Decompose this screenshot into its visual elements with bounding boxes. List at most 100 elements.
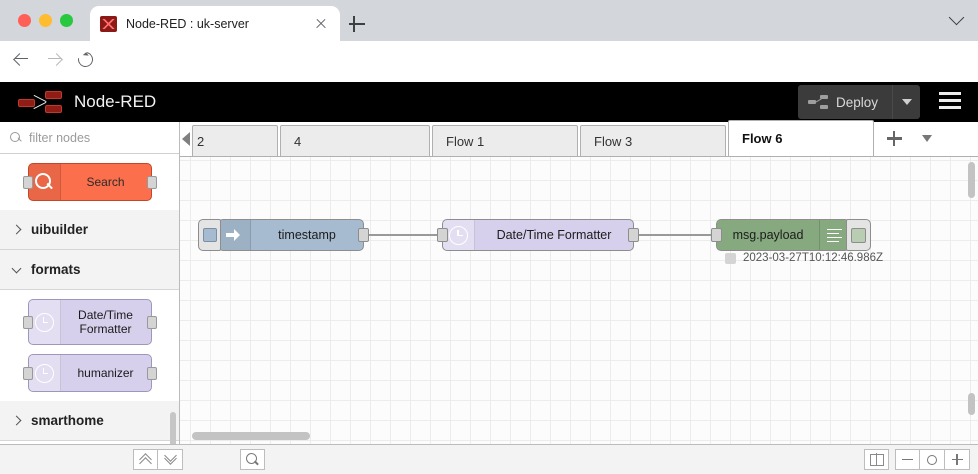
palette-group-body-formats: Date/Time Formatter humanizer — [0, 290, 179, 401]
palette-scrollbar[interactable] — [170, 412, 176, 450]
palette-node-date-time-formatter[interactable]: Date/Time Formatter — [22, 299, 157, 345]
close-window-button[interactable] — [18, 14, 31, 27]
deploy-dropdown-chevron-down-icon[interactable] — [892, 85, 920, 119]
deploy-button[interactable]: Deploy — [797, 85, 920, 119]
flow-tab-label: Flow 6 — [742, 131, 783, 146]
palette-category-uibuilder[interactable]: uibuilder — [0, 210, 179, 250]
status-bar — [0, 444, 978, 474]
palette-category-label: smarthome — [31, 413, 104, 428]
flow-node-label: msg.payload — [732, 228, 804, 242]
search-icon — [10, 131, 22, 144]
flow-tab-flow-1[interactable]: Flow 1 — [432, 125, 578, 156]
inject-trigger-button[interactable] — [198, 219, 221, 251]
debug-lines-icon — [819, 220, 849, 250]
deploy-button-main[interactable]: Deploy — [798, 85, 892, 119]
node-input-port[interactable] — [711, 228, 722, 242]
maximize-window-button[interactable] — [60, 14, 73, 27]
magnifier-icon — [28, 164, 61, 200]
flow-tab-flow-3[interactable]: Flow 3 — [580, 125, 726, 156]
flow-canvas[interactable]: timestamp Date/Time Formatter msg.payloa… — [180, 157, 978, 444]
flow-node-label: timestamp — [278, 228, 336, 242]
close-icon[interactable] — [312, 15, 330, 33]
arrow-right-icon — [219, 220, 251, 250]
node-red-logo — [18, 90, 64, 114]
flow-node-date-time-formatter[interactable]: Date/Time Formatter — [437, 219, 639, 251]
deploy-label: Deploy — [835, 94, 878, 110]
back-button[interactable] — [15, 52, 28, 65]
node-input-port[interactable] — [437, 228, 448, 242]
minimize-window-button[interactable] — [39, 14, 52, 27]
canvas-vertical-scrollbar[interactable] — [968, 162, 975, 198]
clock-icon — [443, 220, 475, 250]
palette-category-smarthome[interactable]: smarthome — [0, 401, 179, 441]
wire — [634, 234, 716, 237]
new-tab-button[interactable] — [346, 13, 368, 35]
flow-tab-label: Flow 3 — [594, 133, 633, 149]
scroll-left-arrow-icon[interactable] — [180, 121, 192, 156]
browser-tab-title: Node-RED : uk-server — [126, 16, 249, 31]
wire — [362, 234, 442, 237]
flow-tab-4[interactable]: 4 — [280, 125, 430, 156]
flow-tab-label: 4 — [294, 133, 302, 149]
app-title: Node-RED — [74, 92, 157, 111]
search-icon[interactable] — [240, 449, 265, 470]
deploy-nodes-icon — [807, 94, 828, 110]
browser-title-bar: Node-RED : uk-server — [0, 0, 978, 41]
chevron-down-icon — [11, 263, 22, 273]
palette-node-label: Date/Time Formatter — [78, 308, 133, 336]
forward-button[interactable] — [48, 52, 61, 65]
node-palette: filter nodes Search uibuilder formats Da… — [0, 122, 180, 450]
canvas-vertical-scrollbar-lower[interactable] — [968, 393, 975, 415]
window-controls — [18, 14, 73, 27]
node-output-port[interactable] — [628, 228, 639, 242]
node-input-port — [22, 366, 33, 380]
chevron-right-icon — [11, 415, 22, 426]
flow-tab-label: Flow 1 — [446, 133, 485, 149]
browser-tab[interactable]: Node-RED : uk-server — [90, 6, 340, 41]
palette-node-label: Search — [86, 175, 125, 189]
expand-all-icon[interactable] — [158, 449, 183, 470]
flow-menu-chevron-icon[interactable] — [912, 121, 942, 156]
canvas-horizontal-scrollbar[interactable] — [192, 432, 310, 440]
node-status-text: 2023-03-27T10:12:46.986Z — [743, 252, 884, 264]
palette-node-humanizer[interactable]: humanizer — [22, 354, 157, 392]
flow-tab-label: 2 — [197, 133, 205, 149]
navigator-map-icon[interactable] — [864, 449, 889, 470]
chevron-down-icon[interactable] — [948, 9, 965, 26]
palette-category-formats[interactable]: formats — [0, 250, 179, 290]
palette-category-label: uibuilder — [31, 222, 88, 237]
flow-node-debug[interactable]: msg.payload — [711, 219, 871, 251]
node-status: 2023-03-27T10:12:46.986Z — [725, 252, 883, 264]
hamburger-menu-icon[interactable] — [939, 92, 961, 110]
palette-category-label: formats — [31, 262, 81, 277]
palette-node-label: humanizer — [77, 366, 134, 380]
node-output-port — [146, 175, 157, 189]
reload-icon[interactable] — [75, 49, 96, 70]
node-output-port — [146, 315, 157, 329]
flow-node-label: Date/Time Formatter — [496, 228, 612, 242]
zoom-in-icon[interactable] — [945, 449, 970, 470]
palette-group-body-top: Search — [0, 154, 179, 210]
flow-tab-bar: 2 4 Flow 1 Flow 3 Flow 6 — [180, 120, 978, 157]
clock-icon — [28, 300, 61, 344]
chevron-right-icon — [11, 224, 22, 235]
filter-nodes-placeholder: filter nodes — [29, 130, 91, 145]
node-output-port — [146, 366, 157, 380]
add-flow-icon[interactable] — [876, 121, 912, 156]
node-red-favicon — [100, 15, 117, 32]
collapse-all-icon[interactable] — [133, 449, 158, 470]
palette-node-search[interactable]: Search — [22, 163, 157, 201]
node-input-port — [22, 315, 33, 329]
flow-node-timestamp[interactable]: timestamp — [198, 219, 369, 251]
filter-nodes-input[interactable]: filter nodes — [0, 122, 179, 154]
browser-toolbar: Not Secure uk-server:2718/#flow/cd14c301… — [0, 41, 978, 115]
flow-tab-2[interactable]: 2 — [192, 125, 278, 156]
zoom-reset-icon[interactable] — [920, 449, 945, 470]
zoom-out-icon[interactable] — [895, 449, 920, 470]
flow-tab-flow-6[interactable]: Flow 6 — [728, 120, 874, 156]
node-output-port[interactable] — [358, 228, 369, 242]
clock-icon — [28, 355, 61, 391]
debug-enable-toggle[interactable] — [846, 219, 871, 251]
status-dot-icon — [725, 252, 736, 264]
